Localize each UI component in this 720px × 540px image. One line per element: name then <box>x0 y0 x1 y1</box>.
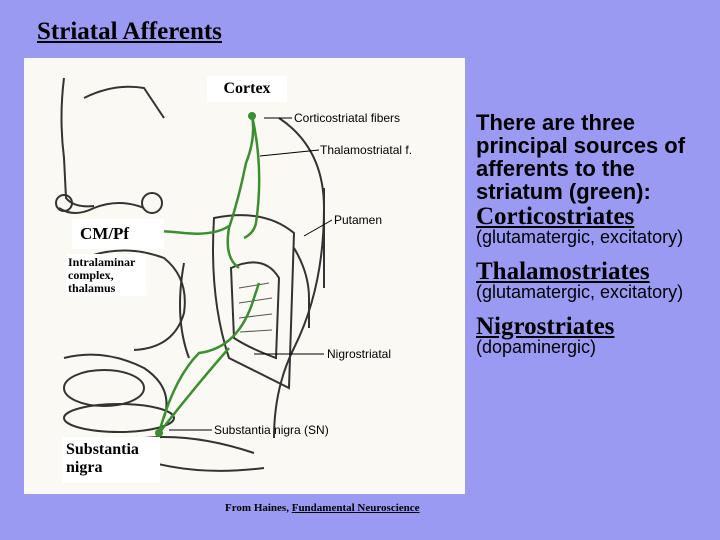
nigrostriatal-fiber <box>157 282 261 434</box>
nigra-soma <box>155 429 163 437</box>
slide-title: Striatal Afferents <box>37 18 222 45</box>
callout-corticostriatal: Corticostriatal fibers <box>294 111 400 125</box>
nigrostriatal-fiber-2 <box>158 347 230 434</box>
item-heading: Corticostriates <box>476 203 635 230</box>
label-substantia-nigra: Substantia nigra <box>62 437 160 483</box>
credit-book: Fundamental Neuroscience <box>291 502 420 514</box>
callout-lines <box>169 117 333 431</box>
corticostriatal-fiber <box>226 115 255 270</box>
callout-substantia-nigra: Substantia nigra (SN) <box>214 423 329 437</box>
label-intralaminar: Intralaminar complex, thalamus <box>66 254 146 296</box>
item-detail: (glutamatergic, excitatory) <box>476 227 684 247</box>
corticostriatal-fiber-2 <box>243 115 261 240</box>
item-heading: Nigrostriates <box>476 313 615 340</box>
cortex-soma <box>248 112 256 120</box>
callout-nigrostriatal: Nigrostriatal <box>327 347 391 361</box>
item-detail: (dopaminergic) <box>476 337 597 357</box>
afferent-list: There are three principal sources of aff… <box>476 111 716 357</box>
item-detail: (glutamatergic, excitatory) <box>476 282 684 302</box>
brain-diagram: Corticostriatal fibers Thalamostriatal f… <box>55 77 412 472</box>
putamen-hatching <box>238 282 273 333</box>
callout-thalamostriatal: Thalamostriatal f. <box>320 143 412 157</box>
label-cortex: Cortex <box>207 76 287 102</box>
afferent-fibers <box>116 115 261 434</box>
source-credit: From Haines, Fundamental Neuroscience <box>225 502 420 514</box>
item-heading: Thalamostriates <box>476 258 650 285</box>
intro-text: There are three principal sources of aff… <box>476 110 686 204</box>
label-cm-pf: CM/Pf <box>72 219 164 249</box>
callout-putamen: Putamen <box>334 213 382 227</box>
brain-outline <box>55 77 326 472</box>
credit-prefix: From Haines, <box>225 502 292 514</box>
